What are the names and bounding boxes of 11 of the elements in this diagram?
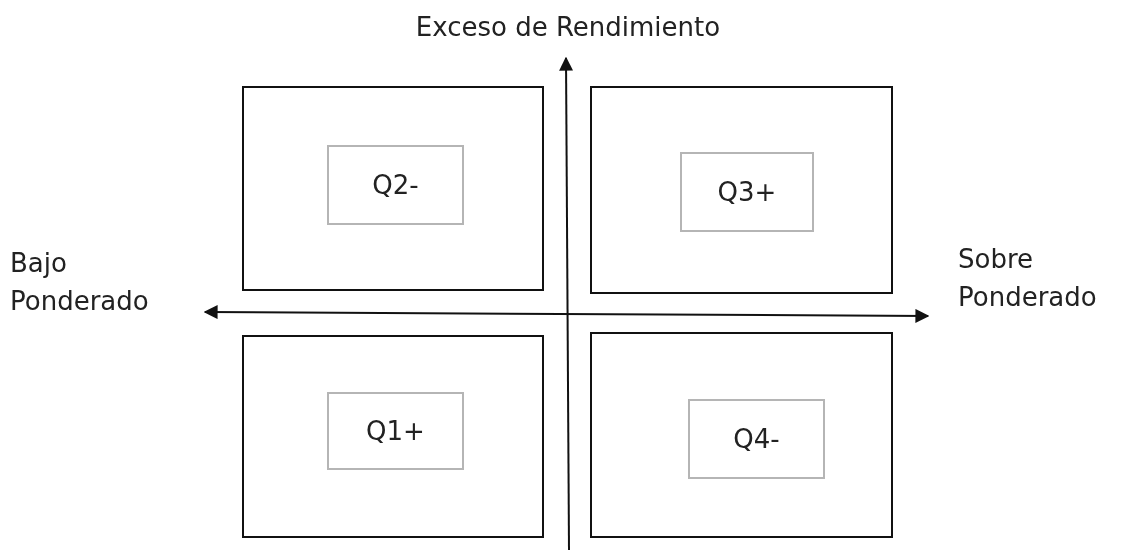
axis-label: Bajo Ponderado — [10, 247, 150, 318]
quadrant-label-box: Q2- — [327, 145, 464, 225]
quadrant-box — [242, 335, 544, 538]
quadrant-label-box: Q1+ — [327, 392, 464, 470]
quadrant-box — [590, 332, 893, 538]
quadrant-box — [590, 86, 893, 294]
quadrant-box — [242, 86, 544, 291]
axis-label: Sobre Ponderado — [958, 243, 1098, 314]
quadrant-label-box: Q4- — [688, 399, 825, 479]
axis-label: Exceso de Rendimiento — [414, 11, 722, 44]
quadrant-label-box: Q3+ — [680, 152, 814, 232]
